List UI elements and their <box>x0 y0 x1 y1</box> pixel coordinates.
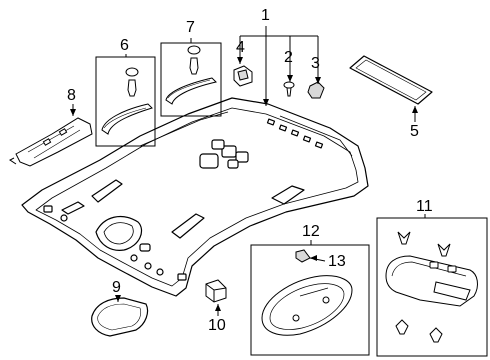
part-11-box <box>376 217 488 357</box>
part-10-connector <box>205 279 227 303</box>
part-6-grab-handle <box>101 67 153 135</box>
part-8-bracket <box>9 117 93 167</box>
headliner-panel <box>21 97 369 297</box>
callout-12: 12 <box>302 223 320 240</box>
part-3-clip <box>307 81 325 99</box>
callout-1: 1 <box>261 7 270 24</box>
callout-8: 8 <box>67 87 76 104</box>
part-12-box <box>250 244 370 356</box>
part-2-screw <box>283 81 295 97</box>
callout-11: 11 <box>416 198 433 215</box>
leader-arrowheads <box>70 57 418 311</box>
callout-9: 9 <box>112 279 121 296</box>
part-7-grab-handle <box>165 45 217 105</box>
callout-2: 2 <box>284 49 293 66</box>
callout-10: 10 <box>208 317 226 334</box>
part-4-clip <box>233 65 253 87</box>
part-11-clips <box>395 231 451 343</box>
part-13-bulb <box>295 249 311 263</box>
part-9-lens <box>91 297 149 337</box>
callout-7: 7 <box>186 19 195 36</box>
callout-5: 5 <box>410 123 419 140</box>
part-12-dome-lamp <box>261 275 353 336</box>
callout-6: 6 <box>120 37 129 54</box>
callout-4: 4 <box>236 39 245 56</box>
callout-13: 13 <box>328 253 346 270</box>
part-5-panel <box>349 55 433 105</box>
part-11-console <box>385 255 478 307</box>
callout-3: 3 <box>311 55 320 72</box>
